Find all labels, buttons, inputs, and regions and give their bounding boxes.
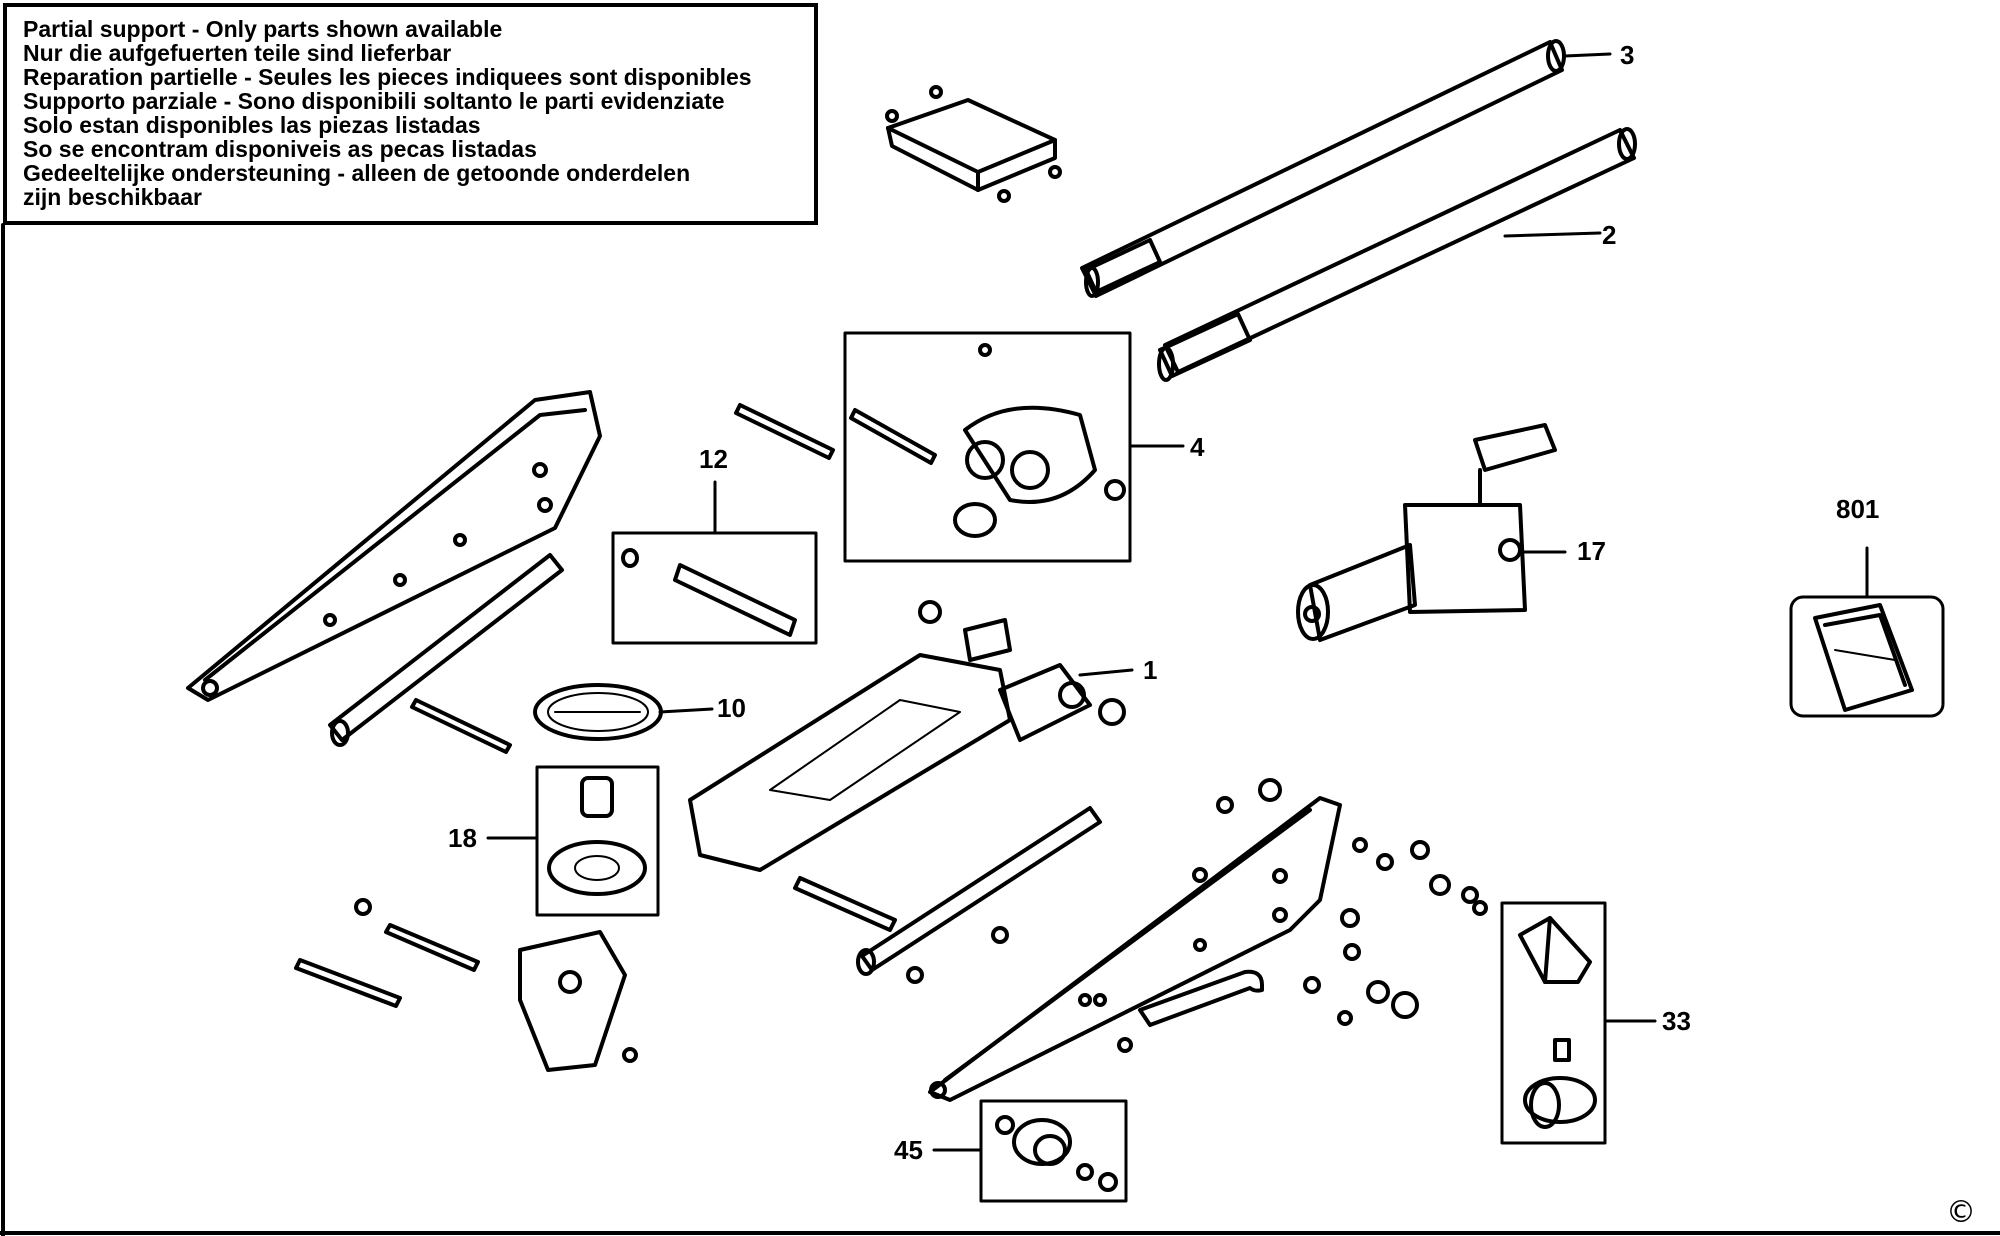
part-number-33: 33 bbox=[1662, 1006, 1691, 1036]
part-number-12: 12 bbox=[699, 444, 728, 474]
part-number-18: 18 bbox=[448, 823, 477, 853]
leader-2 bbox=[1503, 231, 1602, 238]
left-side-frame bbox=[186, 390, 602, 702]
rear-axle-bar bbox=[856, 806, 1102, 984]
part-number-17: 17 bbox=[1577, 536, 1606, 566]
part-number-4: 4 bbox=[1190, 432, 1205, 462]
part-801-bag bbox=[1813, 603, 1914, 712]
notice-line-it: Supporto parziale - Sono disponibili sol… bbox=[23, 88, 725, 114]
notice-line-nl: Gedeeltelijke ondersteuning - alleen de … bbox=[23, 160, 691, 186]
part-18-box bbox=[535, 765, 660, 917]
right-side-frame bbox=[928, 796, 1342, 1102]
notice-line-nl-cont: zijn beschikbaar bbox=[23, 184, 202, 210]
notice-line-pt: So se encontram disponiveis as pecas lis… bbox=[23, 136, 537, 162]
part-1-lift-arm bbox=[688, 600, 1126, 932]
part-number-45: 45 bbox=[894, 1135, 923, 1165]
part-12-box bbox=[611, 531, 818, 645]
copyright-symbol: © bbox=[1946, 1195, 1976, 1230]
handle-upper-tube bbox=[1080, 39, 1566, 298]
left-front-bars bbox=[294, 553, 564, 1008]
part-number-3: 3 bbox=[1620, 40, 1634, 70]
leader-3 bbox=[1563, 52, 1612, 58]
part-801-box bbox=[1789, 595, 1945, 718]
part-number-1: 1 bbox=[1143, 655, 1157, 685]
part-45-roller bbox=[995, 1115, 1118, 1192]
cover-plate bbox=[885, 85, 1062, 203]
notice-line-es: Solo estan disponibles las piezas listad… bbox=[23, 112, 481, 138]
notice-line-de: Nur die aufgefuerten teile sind lieferba… bbox=[23, 40, 452, 66]
part-18-saddle-assembly bbox=[547, 776, 647, 896]
part-number-10: 10 bbox=[717, 693, 746, 723]
part-4-roller-assembly bbox=[849, 343, 1126, 538]
upper-pin bbox=[734, 403, 835, 460]
part-10-saddle bbox=[533, 683, 663, 741]
part-17-hydraulic-unit bbox=[1296, 423, 1557, 642]
rear-caster-bracket bbox=[354, 898, 638, 1072]
part-number-2: 2 bbox=[1602, 220, 1616, 250]
leader-10 bbox=[658, 707, 714, 714]
part-33-box bbox=[1500, 901, 1607, 1145]
notice-line-fr: Reparation partielle - Seules les pieces… bbox=[23, 64, 752, 90]
part-33-caster-parts bbox=[1518, 916, 1597, 1129]
part-number-801: 801 bbox=[1836, 494, 1879, 524]
partial-support-notice: Partial support - Only parts shown avail… bbox=[3, 3, 818, 225]
notice-line-en: Partial support - Only parts shown avail… bbox=[23, 16, 503, 42]
leader-1 bbox=[1078, 668, 1134, 677]
handle-lower-tube bbox=[1157, 127, 1637, 382]
part-12-pin bbox=[621, 548, 797, 637]
right-hardware bbox=[1078, 778, 1488, 1053]
leader-lines bbox=[486, 52, 1869, 1152]
